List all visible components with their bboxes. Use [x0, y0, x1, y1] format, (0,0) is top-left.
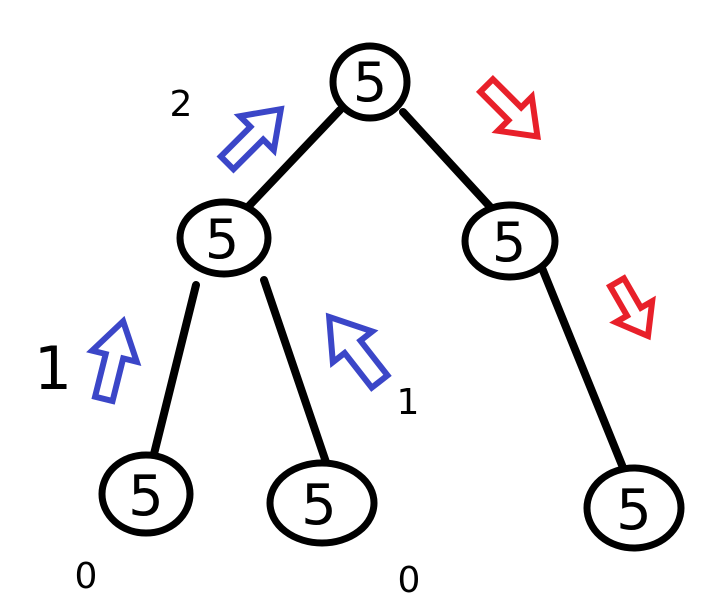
node-value: 5	[205, 208, 239, 271]
up-arrow-icon	[86, 315, 142, 405]
edge-root-right	[399, 108, 497, 214]
tree-node-left-left: 5	[98, 451, 194, 537]
tree-node-right: 5	[461, 201, 559, 281]
node-value: 5	[301, 473, 337, 538]
up-arrow-icon	[325, 312, 392, 392]
count-label-leftleft: 1	[34, 334, 72, 404]
tree-node-root: 5	[329, 42, 411, 122]
node-value: 5	[128, 464, 164, 529]
tree-edges	[148, 106, 630, 479]
node-value: 5	[353, 51, 387, 114]
node-value: 5	[616, 478, 652, 543]
edge-left-leftleft	[148, 281, 200, 466]
edge-root-left	[243, 106, 344, 212]
tree-node-left-right: 5	[266, 459, 378, 547]
count-label-leaf-lr: 0	[398, 560, 421, 599]
count-label-leaf-ll: 0	[75, 556, 98, 597]
node-value: 5	[492, 211, 526, 274]
down-arrow-icon	[605, 274, 656, 341]
edge-left-leftright	[260, 276, 332, 472]
down-arrow-icon	[475, 74, 541, 140]
tree-node-left: 5	[176, 198, 272, 278]
count-label-left: 2	[170, 84, 193, 125]
count-label-leftright: 1	[397, 382, 420, 423]
edge-right-rightright	[538, 264, 630, 479]
tree-node-right-right: 5	[583, 464, 685, 552]
up-arrow-icon	[216, 105, 285, 174]
